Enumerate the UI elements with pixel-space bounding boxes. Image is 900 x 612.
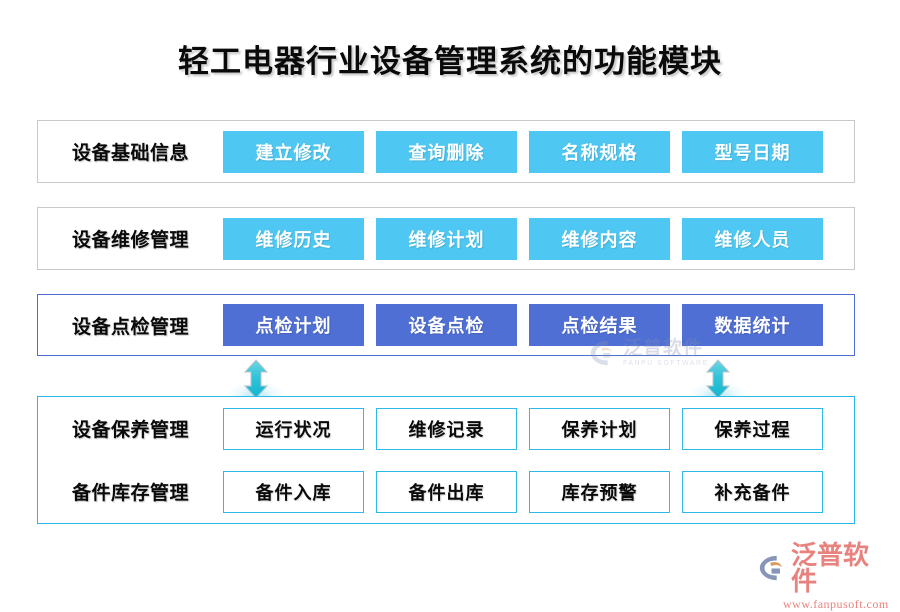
chip-item[interactable]: 补充备件 — [682, 470, 823, 513]
band-label: 设备点检管理 — [71, 316, 189, 338]
band-chip-group: 点检计划 设备点检 点检结果 数据统计 — [223, 304, 854, 346]
chip-item[interactable]: 名称规格 — [529, 130, 670, 173]
bottom-row-maintenance: 设备保养管理 运行状况 维修记录 保养计划 保养过程 — [38, 397, 854, 460]
module-band-equipment-basic-info: 设备基础信息 建立修改 查询删除 名称规格 型号日期 — [37, 120, 855, 183]
brand-logo-url: www.fanpusoft.com — [783, 597, 889, 611]
chip-item[interactable]: 备件入库 — [223, 470, 364, 513]
chip-item[interactable]: 数据统计 — [682, 304, 823, 346]
band-row: 设备维修管理 维修历史 维修计划 维修内容 维修人员 — [38, 208, 854, 269]
band-chip-group: 建立修改 查询删除 名称规格 型号日期 — [223, 130, 854, 173]
connector-left — [243, 359, 269, 399]
chip-item[interactable]: 维修计划 — [376, 217, 517, 260]
module-box-maintenance-and-spare-parts: 设备保养管理 运行状况 维修记录 保养计划 保养过程 备件库存管理 备件入库 备… — [37, 396, 855, 524]
chip-item[interactable]: 备件出库 — [376, 470, 517, 513]
band-label: 设备维修管理 — [71, 230, 189, 251]
band-label: 设备基础信息 — [71, 143, 189, 164]
chip-item[interactable]: 维修历史 — [223, 217, 364, 260]
chip-item[interactable]: 维修人员 — [682, 217, 823, 260]
bottom-chip-group: 备件入库 备件出库 库存预警 补充备件 — [223, 470, 854, 513]
chip-item[interactable]: 型号日期 — [682, 130, 823, 173]
page-title: 轻工电器行业设备管理系统的功能模块 — [178, 44, 722, 79]
fanpu-logo-mark-icon — [759, 555, 782, 581]
chip-item[interactable]: 设备点检 — [376, 304, 517, 346]
module-band-equipment-repair-management: 设备维修管理 维修历史 维修计划 维修内容 维修人员 — [37, 207, 855, 270]
double-arrow-vertical-icon — [243, 359, 269, 399]
chip-item[interactable]: 库存预警 — [529, 470, 670, 513]
brand-logo-name: 泛普软件 — [791, 540, 870, 596]
bottom-row-label: 设备保养管理 — [71, 420, 189, 441]
connector-right — [705, 359, 731, 399]
chip-item[interactable]: 点检计划 — [223, 304, 364, 346]
chip-item[interactable]: 保养过程 — [682, 407, 823, 450]
chip-item[interactable]: 运行状况 — [223, 407, 364, 450]
bottom-row-spare-parts: 备件库存管理 备件入库 备件出库 库存预警 补充备件 — [38, 460, 854, 523]
band-row: 设备点检管理 点检计划 设备点检 点检结果 数据统计 — [38, 295, 854, 355]
chip-item[interactable]: 保养计划 — [529, 407, 670, 450]
watermark-en: FANPU SOFTWARE — [623, 360, 709, 367]
brand-logo-top: 泛普软件 — [757, 542, 892, 594]
chip-item[interactable]: 查询删除 — [376, 130, 517, 173]
module-band-equipment-inspection-management: 设备点检管理 点检计划 设备点检 点检结果 数据统计 — [37, 294, 855, 356]
bottom-row-label: 备件库存管理 — [71, 483, 189, 504]
chip-item[interactable]: 维修记录 — [376, 407, 517, 450]
band-chip-group: 维修历史 维修计划 维修内容 维修人员 — [223, 217, 854, 260]
chip-item[interactable]: 建立修改 — [223, 130, 364, 173]
band-row: 设备基础信息 建立修改 查询删除 名称规格 型号日期 — [38, 121, 854, 182]
double-arrow-vertical-icon — [705, 359, 731, 399]
bottom-chip-group: 运行状况 维修记录 保养计划 保养过程 — [223, 407, 854, 450]
chip-item[interactable]: 点检结果 — [529, 304, 670, 346]
chip-item[interactable]: 维修内容 — [529, 217, 670, 260]
brand-logo: 泛普软件 www.fanpusoft.com — [757, 542, 892, 611]
